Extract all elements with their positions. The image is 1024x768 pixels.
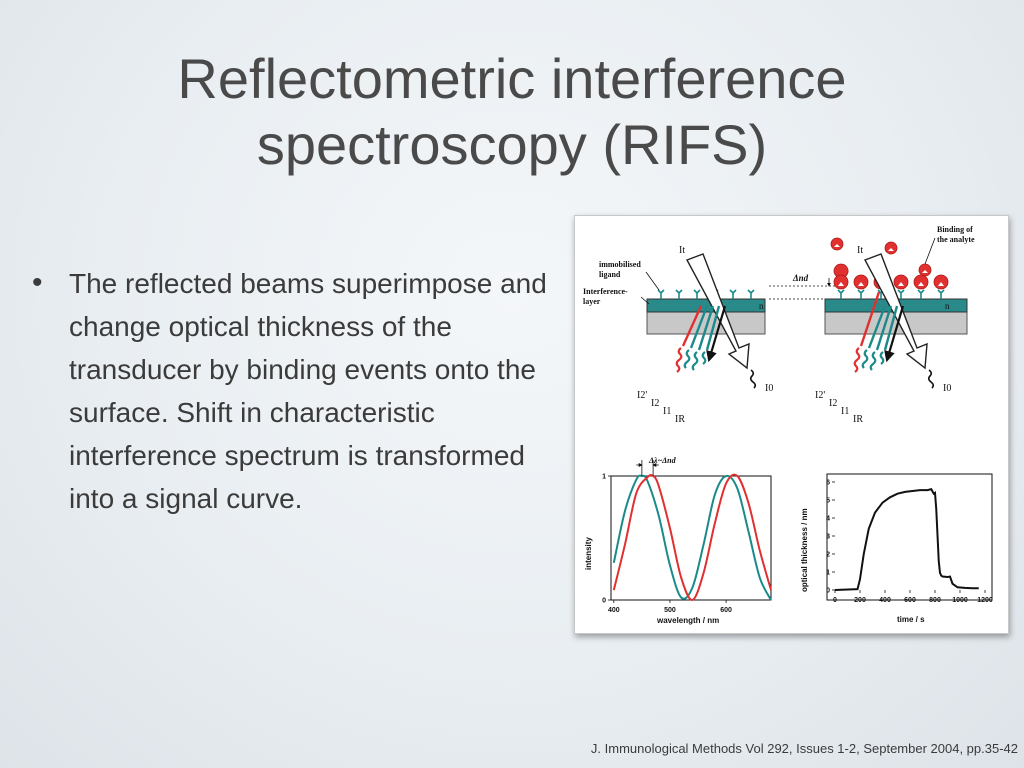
label-immobilised: immobilised	[599, 260, 641, 269]
spectrum-chart: intensity wavelength / nm Δλ~Δnd 400 500 6…	[584, 456, 772, 625]
kinetics-plot-frame	[826, 473, 993, 601]
reflected-beam-teal-right-3	[883, 305, 899, 351]
label-binding-2: the analyte	[937, 235, 975, 244]
label-delta-nd: Δnd	[792, 273, 809, 283]
rifs-figure-svg: n immobilised ligand I	[583, 225, 993, 625]
label-interference: Interference-	[583, 287, 628, 296]
x-tick-label: 800	[929, 597, 941, 604]
x-tick-label: 1200	[977, 597, 993, 604]
rifs-figure: n immobilised ligand I	[574, 215, 1009, 634]
x-tick-label: 600	[720, 607, 732, 614]
label-ligand: ligand	[599, 270, 621, 279]
analyte-free-notches	[834, 244, 928, 273]
n-label-left: n	[759, 301, 764, 311]
label-i2p-left: I2'	[637, 390, 647, 401]
y-tick-label: 1	[826, 570, 830, 577]
schematic-after: n	[815, 225, 975, 425]
label-i2-right: I2	[829, 398, 837, 409]
kinetics-ylabel: optical thickness / nm	[800, 508, 809, 592]
y-tick-label: 0	[826, 588, 830, 595]
label-i0-right: I0	[943, 383, 951, 394]
spectrum-xlabel: wavelength / nm	[656, 616, 719, 625]
citation: J. Immunological Methods Vol 292, Issues…	[590, 741, 1018, 756]
reflected-beam-teal-left-3	[705, 305, 721, 351]
wave-red-left	[675, 347, 683, 373]
slide-title: Reflectometric interference spectroscopy…	[0, 46, 1024, 178]
label-it-right: It	[857, 245, 863, 256]
reflected-beam-red-left	[681, 305, 703, 347]
y-tick-label: 4	[826, 516, 830, 523]
wave-teal-right-2	[869, 351, 877, 371]
reflected-arrow-left	[706, 305, 727, 363]
y-tick-label: 6	[826, 480, 830, 487]
reflected-beam-teal-left-1	[689, 305, 709, 349]
wave-teal-right-1	[861, 349, 869, 369]
y-tick-label: 0	[602, 598, 606, 605]
bullet-text: The reflected beams superimpose and chan…	[69, 268, 547, 514]
wave-teal-left-2	[691, 351, 699, 371]
series-line-0	[612, 474, 772, 601]
label-it-left: It	[679, 245, 685, 256]
spectrum-ylabel: intensity	[584, 537, 593, 570]
x-tick-label: 1000	[952, 597, 968, 604]
x-tick-label: 200	[854, 597, 866, 604]
y-tick-label: 2	[826, 552, 830, 559]
x-tick-label: 400	[879, 597, 891, 604]
wave-i0-left	[749, 369, 757, 389]
label-i2p-right: I2'	[815, 390, 825, 401]
kinetics-chart: optical thickness / nm time / s 0 200 400 6…	[800, 473, 993, 624]
wave-teal-left-3	[701, 351, 707, 365]
label-ir-left: IR	[675, 414, 685, 425]
leader-binding	[924, 237, 936, 265]
schematic-before: n immobilised ligand I	[583, 245, 773, 425]
y-tick-label: 1	[602, 474, 606, 481]
label-i1-right: I1	[841, 406, 849, 417]
label-ir-right: IR	[853, 414, 863, 425]
wave-i0-right	[927, 369, 935, 389]
reflected-beam-teal-right-2	[875, 305, 893, 351]
reflected-beam-teal-right-1	[867, 305, 887, 349]
leader-ligand	[645, 271, 660, 291]
leader-layer	[640, 296, 650, 305]
label-i1-left: I1	[663, 406, 671, 417]
label-i2-left: I2	[651, 398, 659, 409]
bullet-dot-icon: •	[32, 266, 43, 299]
y-tick-label: 5	[826, 498, 830, 505]
label-i0-left: I0	[765, 383, 773, 394]
wave-teal-right-3	[879, 351, 885, 365]
spectrum-annotation: Δλ~Δnd	[648, 456, 677, 465]
x-tick-label: 500	[664, 607, 676, 614]
title-line-1: Reflectometric interference	[177, 47, 847, 110]
series-line-1	[612, 473, 772, 601]
y-tick-label: 3	[826, 534, 830, 541]
reflected-beam-red-right	[859, 291, 881, 347]
label-binding-1: Binding of	[937, 225, 973, 234]
x-tick-label: 400	[608, 607, 620, 614]
title-line-2: spectroscopy (RIFS)	[256, 113, 768, 176]
x-tick-label: 600	[904, 597, 916, 604]
x-tick-label: 0	[833, 597, 837, 604]
reflected-arrow-right	[884, 305, 905, 363]
wave-red-right	[853, 347, 861, 373]
label-layer: layer	[583, 297, 601, 306]
series-line-0	[834, 488, 979, 591]
wave-teal-left-1	[683, 349, 691, 369]
reflected-beam-teal-left-2	[697, 305, 715, 351]
kinetics-xlabel: time / s	[897, 615, 925, 624]
interference-layer-left	[646, 298, 766, 313]
n-label-right: n	[945, 301, 950, 311]
